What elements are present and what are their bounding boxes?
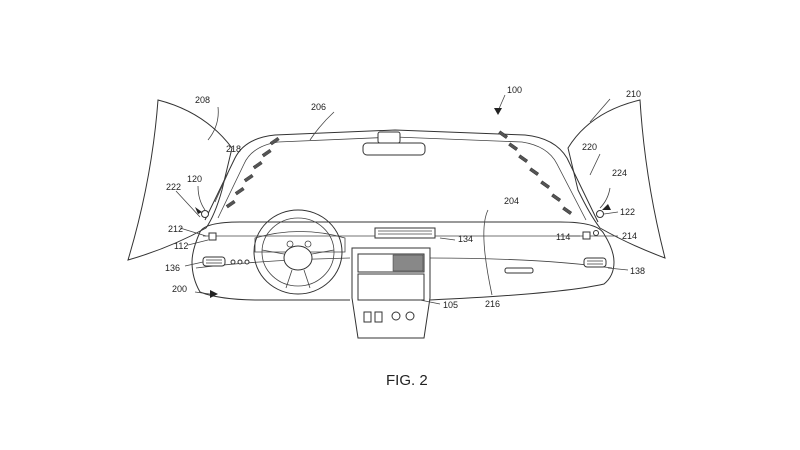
- ref-label-138: 138: [630, 266, 645, 276]
- ref-label-210: 210: [626, 89, 641, 99]
- ref-label-136: 136: [165, 263, 180, 273]
- ref-label-222: 222: [166, 182, 181, 192]
- ref-label-122: 122: [620, 207, 635, 217]
- dash-display: [375, 228, 435, 238]
- console-screen-indicator: [393, 255, 423, 271]
- right-device-114: [583, 232, 590, 239]
- ref-label-112: 112: [174, 241, 188, 251]
- figure-caption: FIG. 2: [386, 372, 428, 389]
- ref-label-206: 206: [311, 102, 326, 112]
- ref-label-224: 224: [612, 168, 627, 178]
- ref-label-105: 105: [443, 300, 458, 310]
- ref-label-200: 200: [172, 284, 187, 294]
- ref-label-134: 134: [458, 234, 473, 244]
- arrow-224: [602, 204, 611, 210]
- ref-label-218: 218: [226, 144, 241, 154]
- ref-label-204: 204: [504, 196, 519, 206]
- right-sensor-122: [597, 211, 604, 218]
- left-vent: [203, 257, 225, 266]
- ref-label-216: 216: [485, 299, 500, 309]
- arrow-100: [494, 108, 502, 115]
- left-sensor-120: [202, 211, 209, 218]
- ref-label-214: 214: [622, 231, 637, 241]
- ref-label-120: 120: [187, 174, 202, 184]
- ref-label-114: 114: [556, 232, 570, 242]
- ref-label-220: 220: [582, 142, 597, 152]
- mirror-mount: [378, 132, 400, 143]
- right-device-214: [594, 231, 599, 236]
- right-vent: [584, 258, 606, 267]
- left-device-112: [209, 233, 216, 240]
- ref-label-100: 100: [507, 85, 522, 95]
- console-lower-screen: [358, 274, 424, 300]
- ref-label-212: 212: [168, 224, 183, 234]
- ref-label-208: 208: [195, 95, 210, 105]
- rearview-mirror: [363, 143, 425, 155]
- glovebox-handle: [505, 268, 533, 273]
